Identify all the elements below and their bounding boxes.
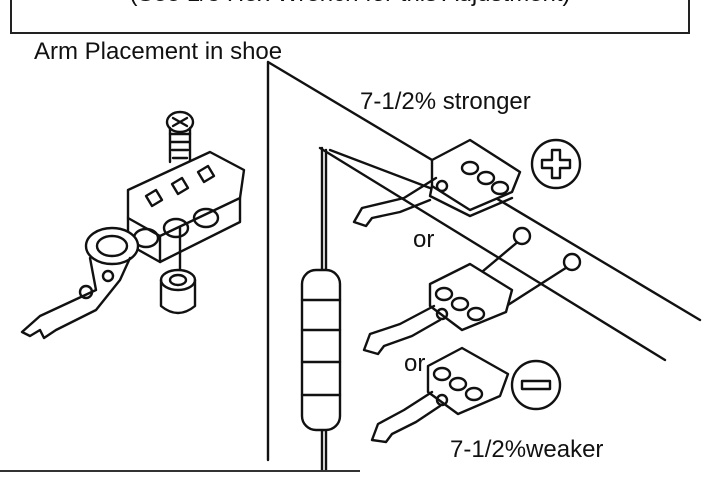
stronger-label: 7-1/2% stronger (360, 88, 531, 115)
arm-position-stronger (352, 138, 522, 228)
or-label-1: or (413, 226, 435, 253)
arm-bracket (126, 150, 246, 264)
shoe-panel-inner-edge (318, 146, 667, 362)
resistance-spring (300, 268, 342, 432)
or-label-2: or (404, 350, 426, 377)
bottom-rule (0, 470, 360, 472)
pin-right (562, 252, 582, 272)
arm-position-middle (362, 262, 514, 356)
stronger-arm-link (328, 148, 432, 190)
minus-icon (510, 359, 562, 411)
arm-placement-label: Arm Placement in shoe (34, 38, 283, 65)
instruction-banner: (See 1/8 Hex Wrench for this Adjustment) (10, 0, 690, 34)
instruction-text: (See 1/8 Hex Wrench for this Adjustment) (12, 0, 688, 8)
pin-top (512, 226, 532, 246)
nut (159, 268, 197, 315)
middle-link-2 (498, 262, 574, 312)
screw (165, 110, 195, 164)
plus-icon (530, 138, 582, 190)
arm-position-weaker (370, 346, 510, 444)
arm-lever (20, 226, 140, 340)
weaker-label: 7-1/2%weaker (450, 436, 604, 463)
